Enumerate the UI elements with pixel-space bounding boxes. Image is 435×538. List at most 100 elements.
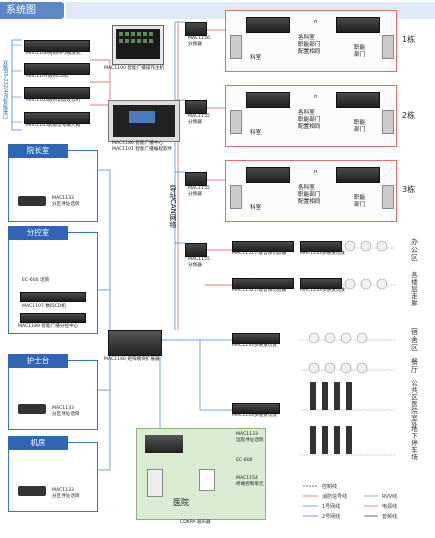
- building-1-amp-left: [246, 17, 290, 33]
- diagram-title: 系统图: [0, 2, 64, 19]
- building-3-n: n: [314, 169, 318, 175]
- building-3-amp-right: [336, 167, 380, 183]
- splitter-3-label: MAC1155 分频器: [188, 186, 210, 197]
- hospital-dev4: CDKPA 吸声器: [180, 520, 211, 525]
- subcontrol-center: [20, 313, 86, 323]
- building-1-speaker: [230, 35, 242, 59]
- subcontrol-center-label: MAC1189 智能广播分控中心: [18, 324, 79, 329]
- hall-amp-2-label: MAC1233多通道功放: [300, 288, 345, 293]
- garage-amp: [232, 403, 280, 414]
- hall-amp-1: [232, 278, 294, 289]
- machineroom-mic-label: MAC1133 分区寻址话筒: [52, 488, 80, 499]
- mp3-player-label: MAC1106网络MP3播放机: [26, 51, 81, 56]
- building-2-amp-right: [336, 92, 380, 108]
- main-amp-label: MAC1160 矩阵模块扩展器: [104, 357, 160, 362]
- building-2-dept-right: 职能 部门: [354, 120, 366, 133]
- cd-player-label: MAC1107数码CD机: [26, 74, 69, 79]
- hospital-dev2: EC-600: [236, 458, 253, 463]
- splitter-2: [185, 100, 207, 114]
- splitter-2-label: MAC1155 分频器: [188, 114, 210, 125]
- building-1-amp-right: [336, 17, 380, 33]
- building-2-speaker-right: [382, 110, 394, 134]
- hospital-dev1: MAC1133 远程寻址话筒: [236, 432, 264, 443]
- building-3-speaker: [230, 185, 242, 209]
- panel-president: [8, 150, 98, 222]
- can-net-label: 导址CAN网络: [169, 185, 177, 228]
- input-box-label: MAC1105前级信号输入箱: [26, 123, 81, 128]
- building-2-n: n: [314, 94, 318, 100]
- mp3-player: [24, 40, 90, 52]
- dorm-amp-label: MAC1233多通道功放: [232, 343, 277, 348]
- zone-dorm: 宿舍区: [411, 328, 418, 352]
- building-2-amp-left: [246, 92, 290, 108]
- building-3-amp-left: [246, 167, 290, 183]
- center-label-2: MAC1101 智能广播编程软件: [112, 147, 173, 152]
- subcontrol-cd: [20, 292, 86, 302]
- center-label-1: MAC1186 智能广播中心: [112, 141, 163, 146]
- hospital-unit: [199, 469, 215, 491]
- panel-nurse-title: 护士台: [8, 354, 68, 368]
- building-3-floor: 3栋: [402, 185, 416, 194]
- panel-nurse: [8, 360, 98, 430]
- zone-office: 办公区: [411, 238, 418, 262]
- legend-power: 电源线: [382, 504, 398, 510]
- building-2-dept-mid: 各科室 职能部门 配置相同: [298, 110, 321, 130]
- building-1-speaker-right: [382, 35, 394, 59]
- hall-amp-1-label: MAC1152节能音频功放器: [232, 288, 287, 293]
- hospital-box: 医院: [136, 428, 266, 520]
- panel-president-title: 院长室: [8, 144, 68, 158]
- legend-line1: 1号网线: [322, 504, 341, 510]
- splitter-1-label: MAC1156 分频器: [188, 36, 210, 47]
- office-amp-1: [232, 241, 294, 252]
- zone-hall: 各楼层走廊: [411, 271, 418, 307]
- building-2-floor: 2栋: [402, 111, 416, 120]
- radio-tuner: [24, 87, 90, 99]
- building-1-dept-mid: 各科室 职能部门 配置相同: [298, 35, 321, 55]
- building-3-box: 科室 各科室 职能部门 配置相同 职能 部门 n: [225, 160, 397, 222]
- main-console: [112, 25, 164, 65]
- building-3-dept-left: 科室: [250, 205, 262, 211]
- hall-amp-2: [300, 278, 342, 289]
- hospital-dev3: MAC1154 终端控制单元: [236, 476, 264, 487]
- office-amp-1-label: MAC1152节能音频功放器: [232, 251, 287, 256]
- center-rack: [108, 100, 180, 142]
- legend-fire: 消防信号线: [322, 494, 348, 500]
- zone-garage: 地下停车场: [411, 425, 418, 461]
- splitter-4: [185, 243, 207, 257]
- garage-amp-label: MAC1233多通道功放: [232, 413, 277, 418]
- hospital-amp: [145, 435, 183, 453]
- office-amp-2: [300, 241, 342, 252]
- legend-rvv: RVV线: [382, 494, 398, 500]
- machineroom-mic: [18, 486, 46, 496]
- subcontrol-mic-label: EC-600 话筒: [22, 278, 50, 283]
- building-1-n: n: [314, 19, 318, 25]
- input-box: [24, 112, 90, 124]
- subcontrol-cd-label: MAC1107 数码CD机: [22, 304, 66, 309]
- building-1-floor: 1栋: [402, 35, 416, 44]
- building-3-speaker-right: [382, 185, 394, 209]
- hospital-speaker: [147, 469, 163, 497]
- president-mic: [18, 196, 46, 206]
- rs232-interface-label: 双路RS-232/485智能接口: [2, 60, 8, 120]
- office-amp-2-label: MAC1233多通道功放: [300, 251, 345, 256]
- panel-subcontrol-title: 分控室: [8, 226, 68, 240]
- building-2-box: 科室 各科室 职能部门 配置相同 职能 部门 n: [225, 85, 397, 147]
- panel-machineroom: [8, 442, 98, 512]
- building-2-speaker: [230, 110, 242, 134]
- splitter-3: [185, 172, 207, 186]
- zone-public: 公共区医院室外: [411, 379, 418, 429]
- radio-tuner-label: MAC1103数码调谐收音机: [26, 98, 81, 103]
- legend-control: 控制线: [322, 484, 338, 490]
- building-3-dept-mid: 各科室 职能部门 配置相同: [298, 185, 321, 205]
- nurse-mic-label: MAC1133 分区寻址话筒: [52, 406, 80, 417]
- splitter-4-label: MAC1155 分频器: [188, 257, 210, 268]
- dorm-amp: [232, 333, 280, 344]
- cd-player: [24, 63, 90, 75]
- president-mic-label: MAC1133 分区寻址话筒: [52, 196, 80, 207]
- main-console-label: MAC1100 智能广播操作主机: [104, 66, 165, 71]
- building-1-dept-left: 科室: [250, 55, 262, 61]
- splitter-1: [185, 22, 207, 36]
